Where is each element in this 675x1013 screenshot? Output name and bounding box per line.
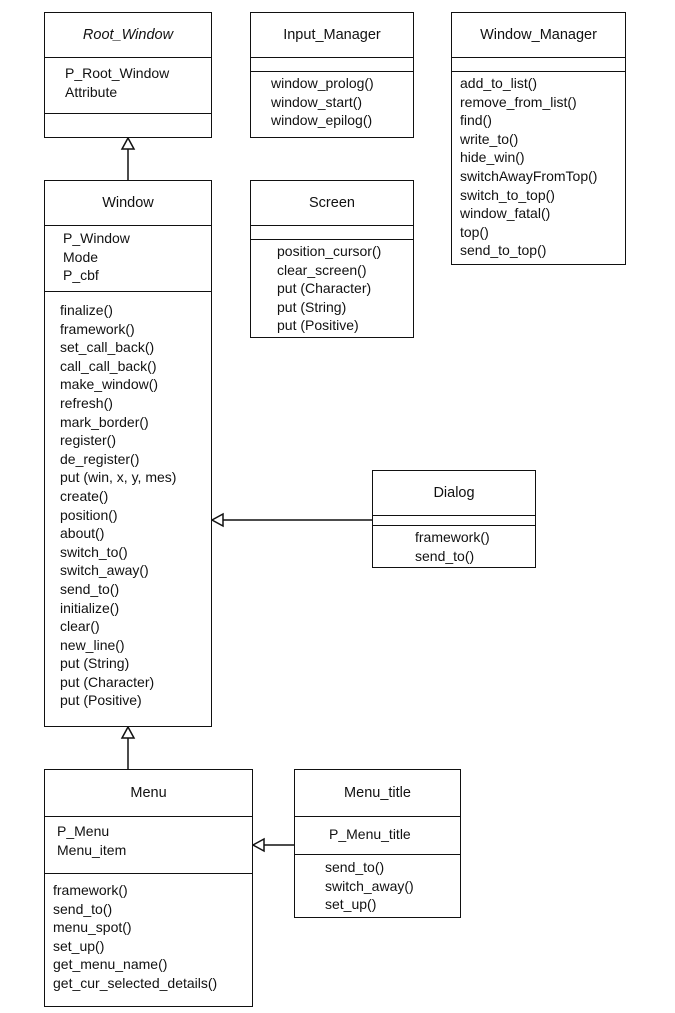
operation: send_to() [53,900,113,917]
operation-list: framework() send_to() menu_spot() set_up… [45,873,252,995]
operation: get_cur_selected_details() [53,974,218,991]
operation: get_menu_name() [53,956,168,973]
operation: put (Positive) [60,692,142,709]
generalization-arrowhead [251,837,265,853]
class-menu-title[interactable]: Menu_title P_Menu_title send_to() switch… [294,769,461,918]
operation: remove_from_list() [460,93,577,110]
operation: about() [60,525,105,542]
operation: menu_spot() [53,919,132,936]
class-screen[interactable]: Screen position_cursor() clear_screen() … [250,180,414,338]
operation-list: framework() send_to() [373,525,535,567]
operation: send_to() [60,580,120,597]
attribute: P_Menu [57,823,110,839]
operation: write_to() [460,130,519,147]
operation: position_cursor() [277,243,382,259]
attribute: P_Menu_title [329,826,411,842]
operation: put (Character) [60,673,155,690]
operation-list: position_cursor() clear_screen() put (Ch… [251,239,413,337]
class-input-manager[interactable]: Input_Manager window_prolog() window_sta… [250,12,414,138]
class-name: Menu_title [344,785,411,801]
class-name: Dialog [433,485,475,501]
operation: window_fatal() [460,205,551,222]
attribute: P_Root_Window [65,65,170,81]
attribute-list [373,515,535,525]
attribute: Attribute [65,83,118,100]
operation-list: window_prolog() window_start() window_ep… [251,71,413,132]
attribute: Menu_item [57,841,127,858]
operation: switch_to() [60,543,128,560]
operation: put (win, x, y, mes) [60,469,177,486]
operation: window_prolog() [271,75,374,91]
generalization-arrowhead [120,136,136,150]
operation-list: add_to_list() remove_from_list() find() … [452,71,625,262]
operation: window_epilog() [271,112,373,129]
operation: mark_border() [60,413,149,430]
class-menu[interactable]: Menu P_Menu Menu_item framework() send_t… [44,769,253,1007]
operation: framework() [60,320,135,337]
attribute-list [452,57,625,71]
generalization-arrowhead [210,512,224,528]
attribute-list [251,225,413,239]
operation: register() [60,432,117,449]
operation-list: send_to() switch_away() set_up() [295,854,460,916]
operation-list [45,113,211,136]
operation: position() [60,506,118,523]
attribute-list: P_Menu_title [295,816,460,854]
operation: new_line() [60,636,125,653]
operation: find() [460,112,492,129]
attribute-list: P_Root_Window Attribute [45,57,211,113]
operation: put (String) [277,298,347,315]
operation: refresh() [60,394,113,411]
attribute: Mode [63,248,99,265]
attribute-list: P_Window Mode P_cbf [45,225,211,291]
operation: window_start() [271,93,363,110]
operation: framework() [415,529,490,545]
operation: put (Character) [277,280,372,297]
class-name: Root_Window [82,27,174,43]
class-name: Input_Manager [283,27,381,43]
operation: hide_win() [460,149,525,166]
operation: de_register() [60,450,140,467]
operation-list: finalize() framework() set_call_back() c… [45,291,211,712]
attribute: P_Window [63,230,130,246]
operation: send_to() [325,859,385,875]
operation: set_up() [325,896,377,913]
operation: switch_away() [325,877,414,894]
operation: make_window() [60,376,159,393]
operation: put (String) [60,655,130,672]
operation: framework() [53,882,128,898]
operation: top() [460,223,489,240]
attribute: P_cbf [63,267,99,284]
operation: switchAwayFromTop() [460,167,598,184]
operation: switch_to_top() [460,186,555,203]
class-name: Screen [309,195,355,211]
class-name: Menu [130,785,167,801]
class-dialog[interactable]: Dialog framework() send_to() [372,470,536,568]
operation: add_to_list() [460,75,538,91]
operation: set_call_back() [60,339,155,356]
operation: clear_screen() [277,261,367,278]
operation: switch_away() [60,562,149,579]
operation: send_to() [415,547,475,564]
operation: call_call_back() [60,357,157,374]
attribute-list [251,57,413,71]
operation: set_up() [53,937,105,954]
class-window[interactable]: Window P_Window Mode P_cbf finalize() fr… [44,180,212,727]
operation: send_to_top() [460,242,547,259]
operation: put (Positive) [277,317,359,334]
generalization-arrowhead [120,725,136,739]
operation: initialize() [60,599,120,616]
attribute-list: P_Menu Menu_item [45,816,252,873]
operation: finalize() [60,302,113,318]
class-name: Window [102,195,154,211]
class-name: Window_Manager [480,27,597,43]
operation: clear() [60,618,100,635]
operation: create() [60,487,109,504]
class-root-window[interactable]: Root_Window P_Root_Window Attribute [44,12,212,138]
class-window-manager[interactable]: Window_Manager add_to_list() remove_from… [451,12,626,265]
